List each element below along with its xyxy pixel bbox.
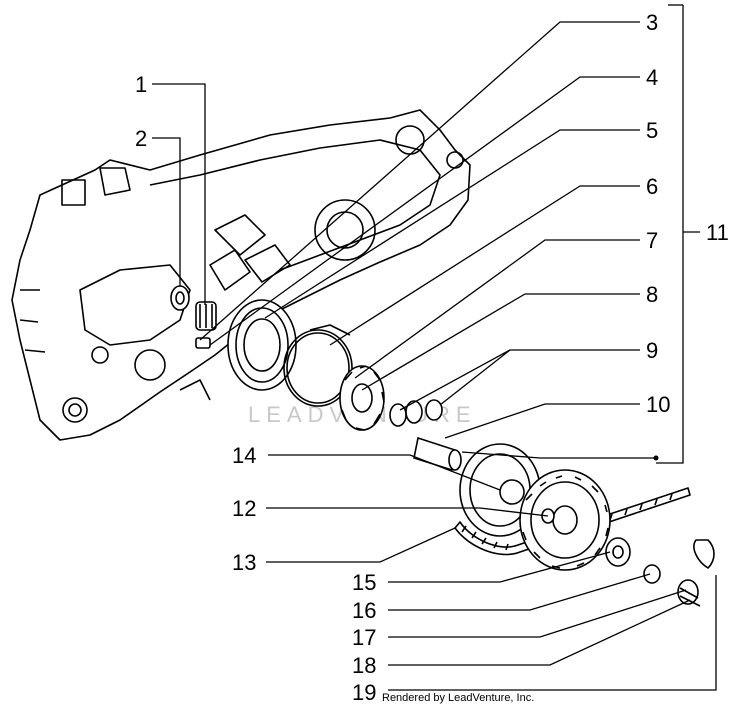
callout-3: 3 xyxy=(646,10,658,35)
callout-4: 4 xyxy=(646,65,658,90)
cover-part-5 xyxy=(227,299,297,391)
callout-11: 11 xyxy=(706,220,729,245)
nut-part-16 xyxy=(643,564,661,584)
o-ring-part-6 xyxy=(283,329,353,407)
callout-5: 5 xyxy=(646,118,658,143)
bushing-part-10 xyxy=(413,436,462,472)
callout-15: 15 xyxy=(352,570,376,595)
callout-6: 6 xyxy=(646,174,658,199)
retainer-part-19 xyxy=(693,539,715,569)
callout-2: 2 xyxy=(135,126,147,151)
ramp-plate-part-8 xyxy=(339,365,385,431)
callout-16: 16 xyxy=(352,598,376,623)
spacer-part-9 xyxy=(389,399,443,427)
washer-part-15 xyxy=(605,537,631,567)
callout-10: 10 xyxy=(646,392,670,417)
callout-7: 7 xyxy=(646,228,658,253)
pin-part-4 xyxy=(195,337,211,349)
spring-part-17 xyxy=(677,579,701,607)
callout-18: 18 xyxy=(352,653,376,678)
callout-14: 14 xyxy=(232,443,256,468)
driven-pulley-part-12 xyxy=(519,469,611,571)
bearing-part-2 xyxy=(170,285,190,311)
callout-1: 1 xyxy=(135,72,147,97)
callout-17: 17 xyxy=(352,625,376,650)
render-credit: Rendered by LeadVenture, Inc. xyxy=(382,692,534,704)
drive-belt-part-13 xyxy=(454,487,691,556)
callout-8: 8 xyxy=(646,282,658,307)
crankcase-housing xyxy=(11,109,471,441)
leader-lines xyxy=(152,4,717,691)
callout-19: 19 xyxy=(352,680,376,705)
bearing-part-1 xyxy=(195,301,217,331)
callout-13: 13 xyxy=(232,550,256,575)
callout-12: 12 xyxy=(232,496,256,521)
callout-9: 9 xyxy=(646,338,658,363)
